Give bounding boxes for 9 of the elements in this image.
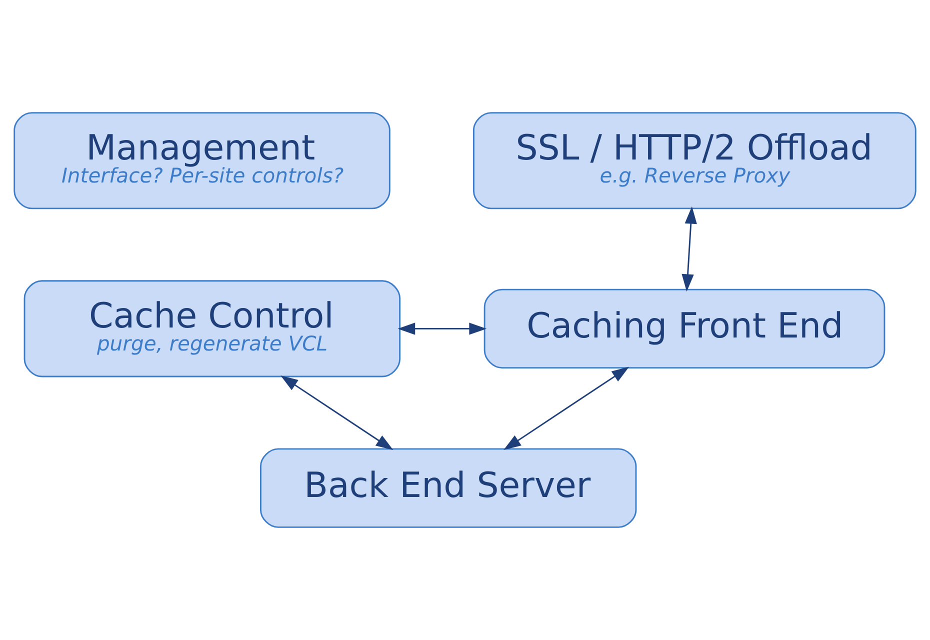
arrow (682, 206, 697, 292)
node-box: Cache Control purge, regenerate VCL (24, 280, 401, 378)
node-box: Caching Front End (484, 288, 886, 369)
arrow (504, 366, 630, 450)
node-box: Back End Server (260, 448, 637, 528)
node-box: SSL / HTTP/2 Offload e.g. Reverse Proxy (472, 112, 916, 210)
arrow (398, 322, 487, 335)
arrow (280, 375, 394, 450)
node-box: Management Interface? Per-site controls? (14, 112, 390, 210)
